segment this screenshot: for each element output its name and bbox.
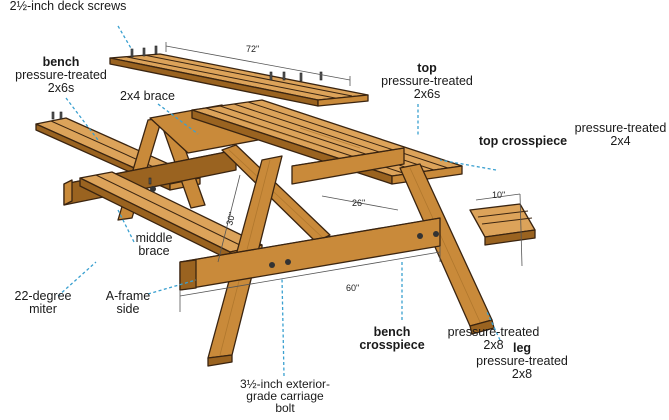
label-bench-crosspiece: bench crosspiece pressure-treated 2x8 — [344, 325, 539, 352]
label-carriage-bolt-text: 3½-inch exterior-grade carriage bolt — [239, 377, 331, 415]
label-leg-title: leg — [512, 341, 532, 355]
dimension-26 — [321, 195, 399, 211]
dimension-30 — [217, 174, 241, 263]
label-leg-sub: pressure-treated 2x8 — [476, 354, 568, 381]
dim-30-text: 30" — [224, 211, 237, 226]
label-top-sub: pressure-treated 2x6s — [381, 74, 473, 101]
dim-10-text: 10" — [492, 190, 505, 200]
label-middle-brace-text: middle brace — [135, 231, 173, 258]
deck-screws — [130, 45, 323, 82]
label-top: top pressure-treated 2x6s — [372, 62, 482, 101]
right-bench — [469, 203, 536, 246]
label-miter: 22-degree miter — [6, 290, 80, 316]
label-deck-screws-text: 2½-inch deck screws — [9, 0, 127, 13]
label-bench-cross-sub: pressure-treated 2x8 — [447, 325, 540, 352]
top-crosspiece-part — [291, 147, 405, 185]
label-miter-text: 22-degree miter — [14, 289, 72, 316]
label-middle-brace: middle brace — [132, 232, 176, 258]
label-deck-screws: 2½-inch deck screws — [8, 0, 128, 13]
label-2x4-brace: 2x4 brace — [120, 89, 175, 103]
dim-72-text: 72" — [246, 44, 259, 54]
dimension-72 — [165, 42, 351, 86]
label-leg: leg pressure-treated 2x8 — [470, 342, 574, 381]
label-top-cross-sub: pressure-treated 2x4 — [574, 121, 667, 148]
label-bench-cross-title: bench crosspiece — [359, 325, 425, 352]
leader-lines — [57, 25, 501, 377]
label-aframe: A-frame side — [102, 290, 154, 316]
label-bench-title: bench — [42, 55, 80, 69]
label-bench: bench pressure-treated 2x6s — [6, 56, 116, 95]
dimension-10 — [475, 193, 523, 267]
dim-60-text: 60" — [346, 283, 359, 293]
middle-brace-part — [221, 144, 331, 243]
label-aframe-text: A-frame side — [105, 289, 151, 316]
label-top-crosspiece: top crosspiece pressure-treated 2x4 — [478, 122, 666, 148]
label-bench-sub: pressure-treated 2x6s — [15, 68, 107, 95]
label-top-cross-title: top crosspiece — [478, 134, 568, 148]
label-carriage-bolt: 3½-inch exterior-grade carriage bolt — [238, 378, 332, 415]
picnic-table-diagram: 72" 60" 26" 30" 10" 2½-inch deck screws … — [6, 0, 667, 415]
table-illustration: 72" 60" 26" 30" 10" — [35, 25, 536, 377]
dim-26-text: 26" — [352, 198, 365, 208]
dimension-60 — [179, 246, 441, 312]
label-top-title: top — [417, 61, 437, 75]
